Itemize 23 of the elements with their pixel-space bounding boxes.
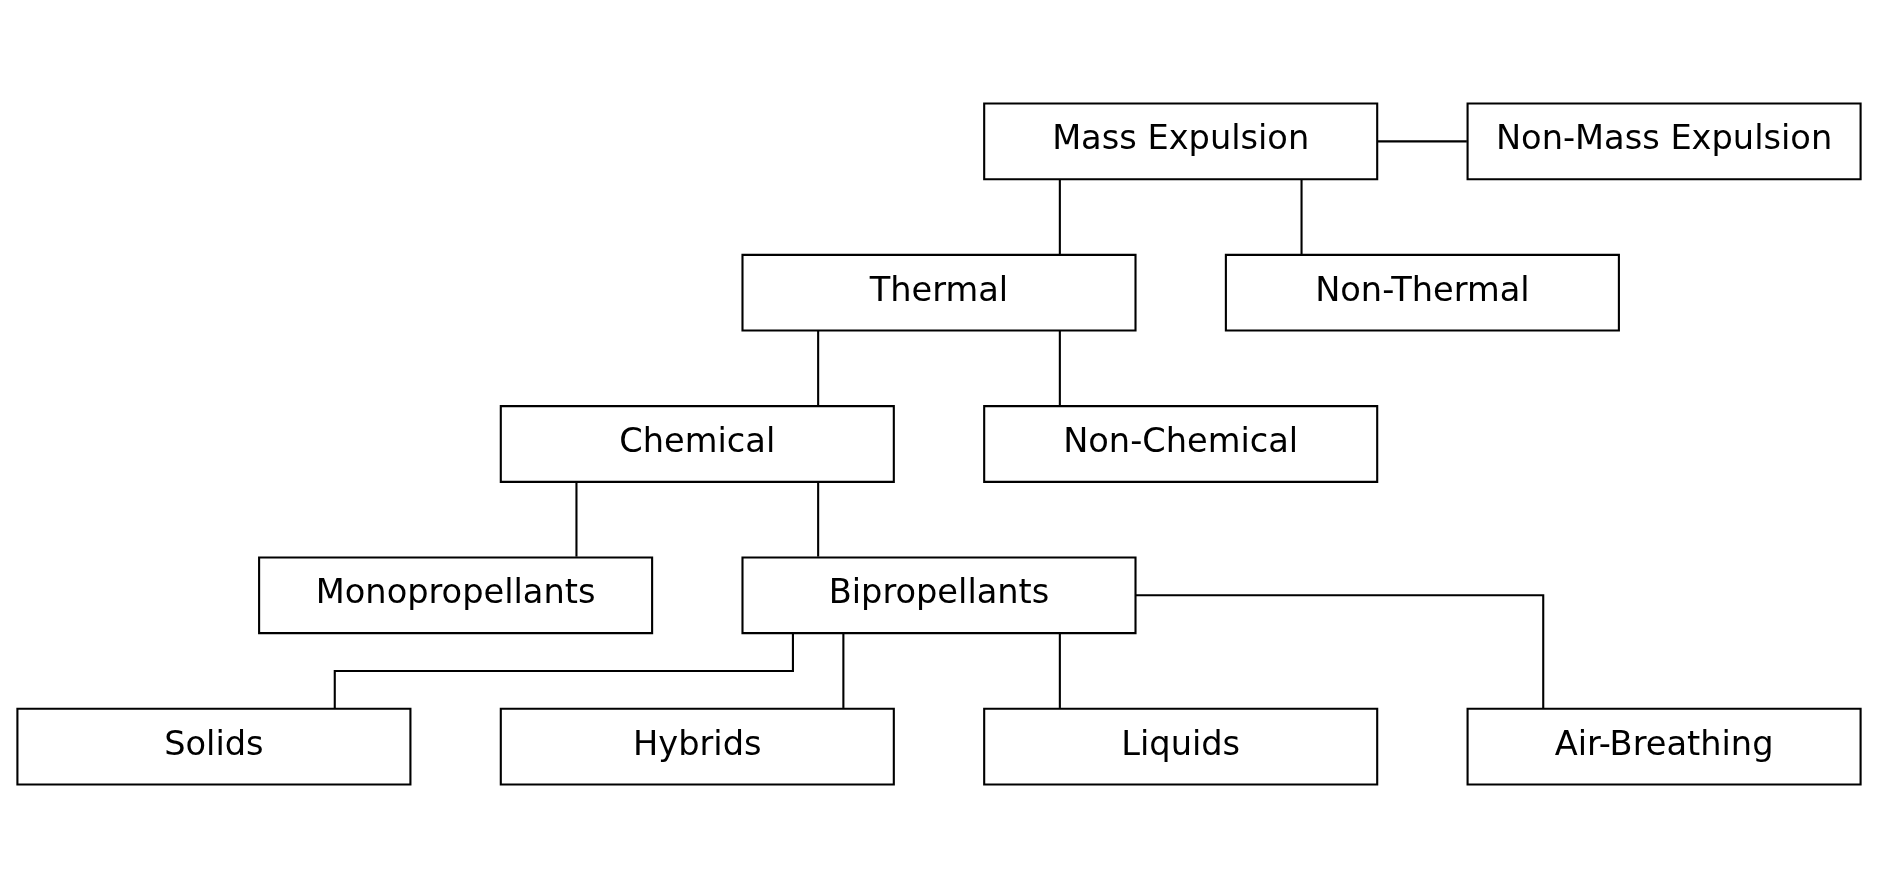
- connector: [816, 481, 819, 557]
- node-box: Monopropellants: [257, 555, 653, 634]
- connector: [1058, 330, 1061, 405]
- node-box: Mass Expulsion: [982, 102, 1378, 180]
- connector: [841, 633, 844, 708]
- connector: [816, 330, 819, 405]
- node-box: Air-Breathing: [1466, 707, 1862, 785]
- node-box: Non-Thermal: [1224, 253, 1620, 332]
- node-box: Bipropellants: [740, 555, 1137, 634]
- node-box: Liquids: [982, 707, 1378, 785]
- node-box: Hybrids: [499, 707, 895, 785]
- node-box: Chemical: [499, 404, 895, 483]
- connector: [1058, 179, 1061, 254]
- connector: [574, 481, 577, 557]
- connector: [1135, 593, 1544, 708]
- node-box: Non-Mass Expulsion: [1466, 102, 1862, 180]
- node-box: Solids: [15, 707, 411, 785]
- node-box: Non-Chemical: [982, 404, 1378, 483]
- connector: [1300, 179, 1303, 254]
- connector: [333, 633, 794, 708]
- connector: [1376, 139, 1467, 142]
- node-box: Thermal: [740, 253, 1137, 332]
- connector: [1058, 633, 1061, 708]
